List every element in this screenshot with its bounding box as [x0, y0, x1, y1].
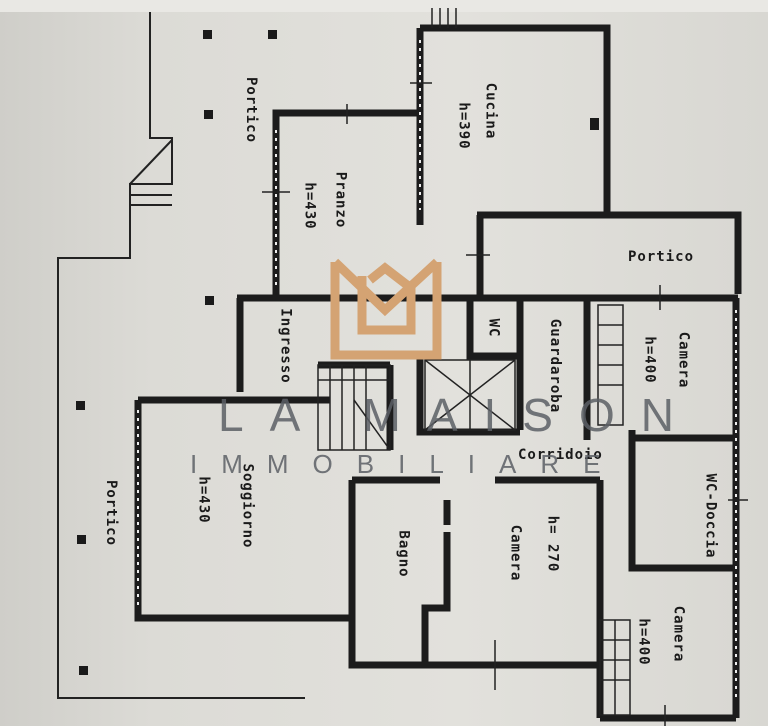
house-m-logo-icon — [330, 258, 442, 360]
page-top-edge — [0, 0, 768, 12]
room-height-cucina: h=390 — [455, 102, 472, 150]
room-label-corridoio: Corridoio — [518, 447, 603, 463]
room-label-camera-2: Camera — [507, 524, 524, 582]
room-label-wc: WC — [485, 318, 502, 338]
room-label-pranzo: Pranzo — [332, 171, 349, 229]
room-height-pranzo: h=430 — [301, 182, 318, 230]
room-label-camera-3: Camera — [670, 605, 687, 663]
room-height-soggiorno: h=430 — [195, 476, 212, 524]
room-height-camera-2: h= 270 — [544, 515, 561, 573]
room-label-bagno: Bagno — [395, 530, 412, 578]
room-label-ingresso: Ingresso — [277, 308, 294, 384]
room-label-portico-right: Portico — [628, 249, 695, 265]
room-label-portico-top: Portico — [243, 76, 260, 144]
room-label-wc-doccia: WC-Doccia — [702, 473, 719, 559]
watermark-tagline: IMMOBILIARE — [190, 449, 625, 479]
room-height-camera-3: h=400 — [635, 618, 652, 666]
room-height-camera-1: h=400 — [641, 336, 658, 384]
room-label-portico-left: Portico — [103, 479, 120, 547]
room-label-cucina: Cucina — [482, 82, 499, 140]
room-label-camera-1: Camera — [675, 331, 692, 389]
watermark-brand: LA MAISON — [218, 389, 700, 441]
